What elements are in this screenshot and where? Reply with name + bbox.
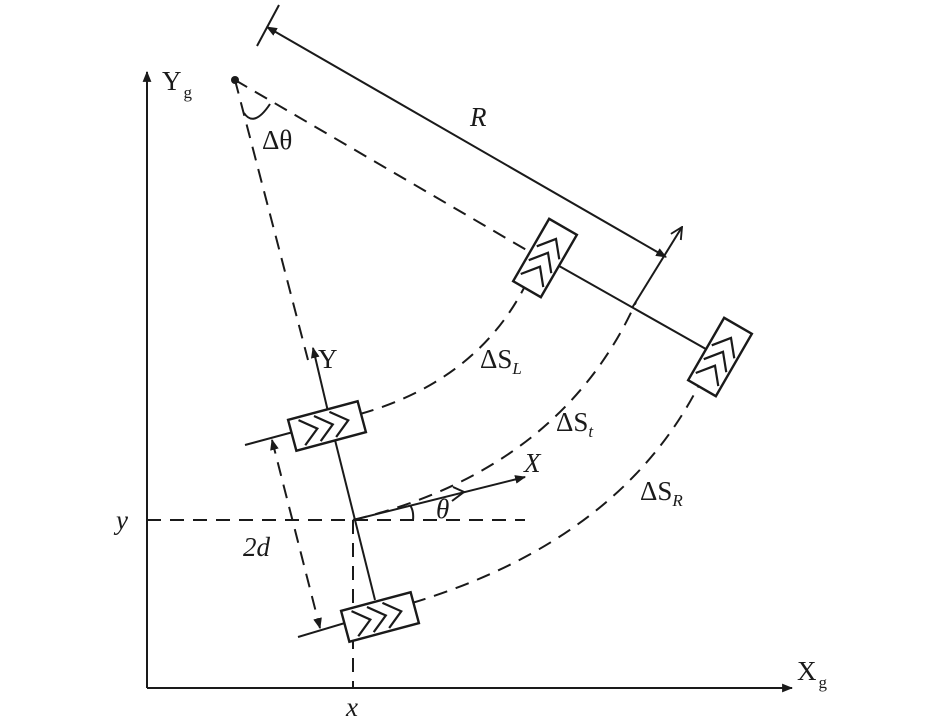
right-wheel-path bbox=[411, 384, 700, 604]
left-wheel-final bbox=[511, 217, 579, 299]
icr-radius-to-new-pose bbox=[234, 79, 536, 256]
robot-y-label: Y bbox=[318, 344, 338, 374]
radius-label: R bbox=[469, 102, 487, 132]
robot-x-label: X bbox=[523, 448, 542, 478]
icr-radius-to-robot bbox=[234, 79, 309, 361]
center-path-direction-arrow bbox=[451, 486, 466, 502]
theta-arc bbox=[409, 504, 415, 521]
right-wheel-initial bbox=[339, 590, 421, 644]
delta-theta-arc bbox=[243, 103, 271, 120]
center-path bbox=[352, 301, 637, 521]
radius-end-tick bbox=[256, 4, 280, 47]
x-coordinate-label: x bbox=[345, 692, 358, 722]
heading-label: θ bbox=[436, 494, 449, 524]
radius-dimension-arrow bbox=[266, 26, 667, 258]
y-coordinate-label: y bbox=[113, 505, 128, 535]
robot-axle-initial bbox=[329, 419, 376, 601]
delta-theta-label: Δθ bbox=[262, 125, 292, 155]
left-wheel-initial bbox=[286, 399, 368, 453]
left-wheel-path bbox=[359, 279, 529, 415]
robot-y-axis bbox=[310, 346, 331, 421]
ds-right-label: ΔSR bbox=[640, 476, 683, 510]
wheelbase-dimension-arrow bbox=[270, 438, 322, 630]
ds-left-label: ΔSL bbox=[480, 344, 522, 378]
robot-heading-final bbox=[631, 227, 682, 309]
wheelbase-label: 2d bbox=[243, 532, 271, 562]
ds-center-label: ΔSt bbox=[556, 407, 594, 441]
right-wheel-final bbox=[686, 316, 754, 398]
